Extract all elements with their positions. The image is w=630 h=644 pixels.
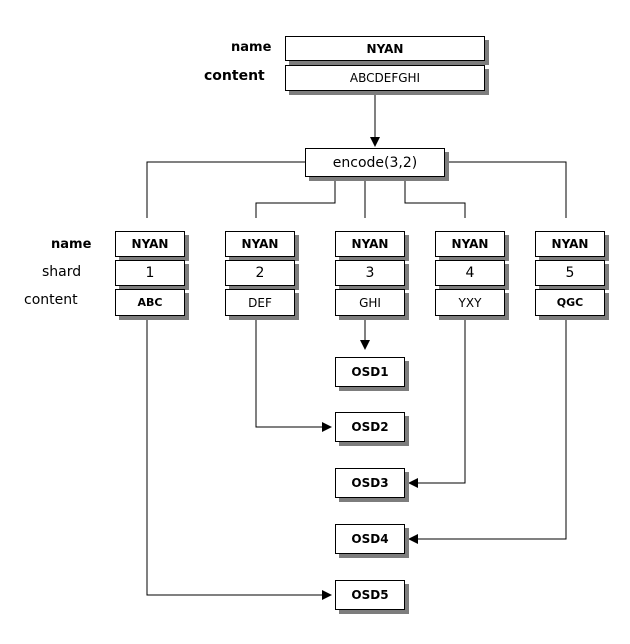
shard-1-content: ABC (115, 289, 185, 316)
shard-4-number: 4 (435, 260, 505, 286)
shard-5-name: NYAN (535, 231, 605, 257)
edge-shard-1-to-osd5 (146, 316, 332, 600)
edge-encode-to-shard-4 (404, 177, 466, 218)
osd-2: OSD2 (335, 412, 405, 442)
top-name-label: name (231, 40, 272, 55)
osd-4: OSD4 (335, 524, 405, 554)
edge-shard-4-to-osd3 (408, 316, 466, 488)
osd-3: OSD3 (335, 468, 405, 498)
shard-1-number: 1 (115, 260, 185, 286)
edge-shard-5-to-osd4 (408, 316, 567, 544)
shard-5-content: QGC (535, 289, 605, 316)
top-content-label: content (204, 68, 265, 84)
shard-2-number: 2 (225, 260, 295, 286)
osd-5: OSD5 (335, 580, 405, 610)
object-content-box: ABCDEFGHI (285, 65, 485, 91)
encode-box: encode(3,2) (305, 148, 445, 177)
shard-2-name: NYAN (225, 231, 295, 257)
edge-shard-2-to-osd2 (255, 316, 332, 432)
shard-3-name: NYAN (335, 231, 405, 257)
edge-encode-to-shard-5 (445, 161, 567, 218)
shard-2-content: DEF (225, 289, 295, 316)
shard-5-number: 5 (535, 260, 605, 286)
shard-1-name: NYAN (115, 231, 185, 257)
shard-3-number: 3 (335, 260, 405, 286)
object-name-box: NYAN (285, 36, 485, 61)
shard-4-name: NYAN (435, 231, 505, 257)
row-label-name: name (51, 237, 92, 252)
row-label-shard: shard (42, 264, 82, 280)
edge-encode-to-shard-2 (255, 177, 336, 218)
osd-1: OSD1 (335, 357, 405, 387)
shard-3-content: GHI (335, 289, 405, 316)
edge-encode-to-shard-1 (146, 161, 305, 218)
row-label-content: content (24, 292, 78, 308)
shard-4-content: YXY (435, 289, 505, 316)
